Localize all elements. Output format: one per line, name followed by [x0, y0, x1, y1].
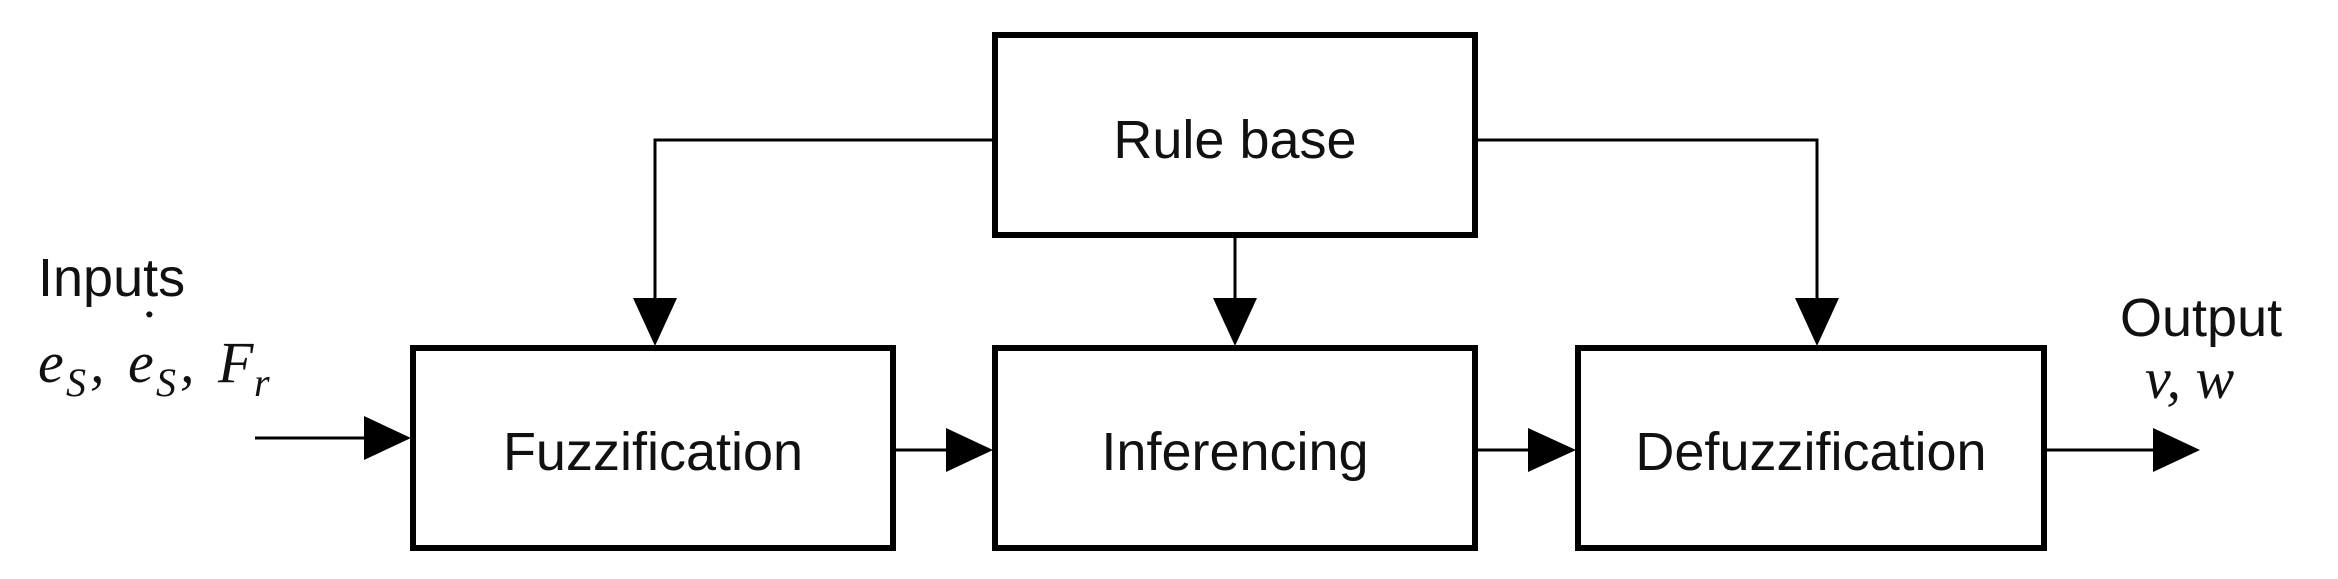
fuzzification-box	[410, 345, 896, 551]
inputs-label: Inputs	[38, 248, 185, 308]
input-var-f-subscript: r	[254, 360, 270, 405]
input-var-e-subscript: S	[66, 360, 86, 405]
rule-base-block: Rule base	[992, 32, 1478, 238]
input-var-e: e	[38, 330, 64, 395]
input-separator: ,	[180, 330, 195, 395]
defuzzification-block: Defuzzification	[1575, 345, 2047, 551]
rule-base-label: Rule base	[1113, 110, 1356, 170]
arrow-fuzzification-to-inferencing	[895, 428, 993, 472]
arrowhead-icon	[1795, 298, 1839, 346]
arrowhead-icon	[2153, 428, 2200, 472]
arrowhead-icon	[633, 298, 677, 346]
arrowhead-icon	[1528, 428, 1576, 472]
arrow-defuzzification-to-output	[2046, 428, 2200, 472]
arrow-rulebase-to-inferencing	[1213, 238, 1257, 346]
arrow-rulebase-to-defuzzification	[1475, 138, 1839, 346]
rule-base-box	[992, 32, 1478, 238]
fuzzification-label: Fuzzification	[503, 422, 803, 482]
fuzzification-block: Fuzzification	[410, 345, 896, 551]
output-label: Output	[2120, 288, 2282, 348]
inferencing-box	[992, 345, 1478, 551]
arrow-inferencing-to-defuzzification	[1477, 428, 1576, 472]
arrowhead-icon	[946, 428, 993, 472]
defuzzification-label: Defuzzification	[1635, 422, 1986, 482]
defuzzification-box	[1575, 345, 2047, 551]
input-var-f: F	[217, 330, 254, 395]
arrowhead-icon	[364, 416, 411, 460]
input-var-edot-subscript: S	[156, 360, 176, 405]
arrowhead-icon	[1213, 298, 1257, 346]
inferencing-block: Inferencing	[992, 345, 1478, 551]
input-var-edot-dot: ˙	[136, 298, 155, 363]
inferencing-label: Inferencing	[1101, 422, 1368, 482]
output-variables: v, w	[2145, 346, 2234, 411]
arrow-inputs-to-fuzzification	[255, 416, 411, 460]
input-var-edot: e	[128, 330, 154, 395]
arrow-rulebase-to-fuzzification	[633, 138, 995, 346]
input-separator: ,	[90, 330, 105, 395]
input-variables: e S , e ˙ S , F r	[38, 298, 270, 405]
